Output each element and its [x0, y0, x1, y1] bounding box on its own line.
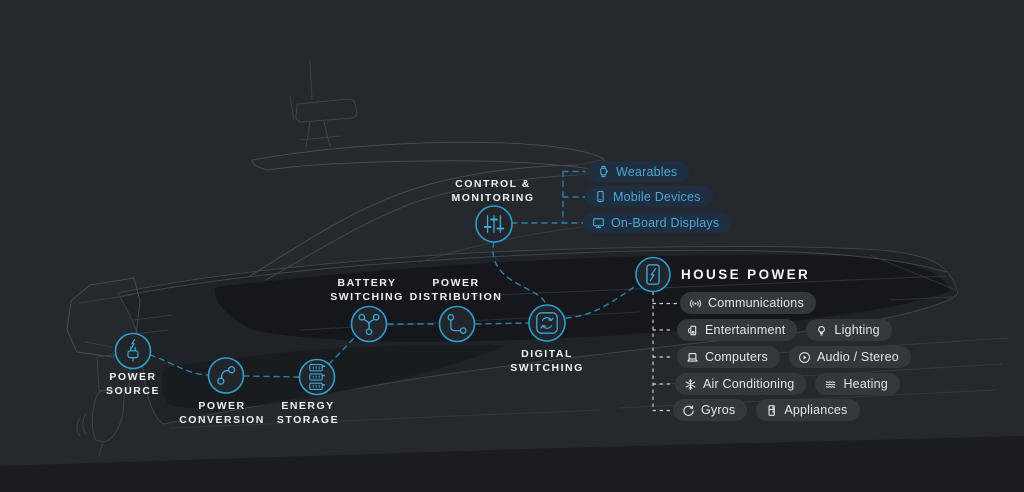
split-branch-icon: [358, 313, 380, 336]
pill-onboard-displays: On-Board Displays: [583, 212, 732, 233]
house-loads-row-1: Communications: [680, 292, 816, 314]
pill-mobile-devices: Mobile Devices: [585, 186, 713, 207]
pill-label: Audio / Stereo: [816, 350, 899, 364]
laptop-icon: [687, 352, 698, 362]
pill-label: Air Conditioning: [703, 377, 795, 391]
power-conversion-label: POWER CONVERSION: [179, 400, 265, 427]
pill-label: Gyros: [701, 403, 736, 417]
sliders-icon: [483, 215, 505, 233]
conversion-path-icon: [217, 366, 236, 385]
pill-computers: Computers: [677, 346, 780, 368]
pill-label: Appliances: [784, 403, 848, 417]
lightbulb-icon: [818, 325, 826, 336]
link-source-conversion: [149, 354, 209, 376]
pill-gyros: Gyros: [673, 399, 748, 421]
pill-label: Lighting: [834, 323, 880, 337]
broadcast-icon: [689, 299, 702, 307]
pill-wearables: Wearables: [588, 161, 690, 182]
power-source-node: [114, 332, 152, 370]
digital-switching-node: [528, 304, 566, 342]
pill-entertainment: Entertainment: [677, 319, 798, 341]
pill-label: On-Board Displays: [611, 215, 720, 230]
media-device-icon: [687, 325, 697, 335]
battery-stack-icon: [309, 364, 325, 390]
battery-switching-node: [350, 305, 388, 343]
pill-heating: Heating: [815, 373, 900, 395]
house-loads-row-5: Gyros Appliances: [673, 399, 860, 421]
snowflake-icon: [685, 378, 696, 390]
pill-label: Wearables: [616, 164, 678, 179]
energy-storage-label: ENERGY STORAGE: [276, 400, 340, 427]
cycle-arrows-icon: [536, 312, 558, 334]
charging-battery-icon: [646, 264, 660, 285]
link-control-digital-switching: [492, 241, 547, 305]
power-plug-icon: [127, 339, 139, 362]
pill-label: Communications: [708, 296, 804, 310]
pill-label: Mobile Devices: [613, 189, 701, 204]
pill-lighting: Lighting: [806, 319, 892, 341]
house-power-label: HOUSE POWER: [681, 267, 811, 282]
house-loads-row-2: Entertainment Lighting: [677, 319, 892, 341]
house-power-node: [635, 256, 671, 293]
battery-switching-label: BATTERY SWITCHING: [330, 277, 404, 304]
smartwatch-icon: [600, 165, 608, 178]
refrigerator-icon: [768, 404, 776, 416]
play-circle-icon: [799, 351, 810, 363]
pill-label: Heating: [843, 377, 888, 391]
pill-label: Computers: [705, 350, 768, 364]
gyro-icon: [683, 404, 694, 416]
power-distribution-node: [438, 305, 476, 343]
house-loads-row-3: Computers Audio / Stereo: [677, 346, 911, 368]
pill-appliances: Appliances: [756, 399, 860, 421]
control-monitoring-label: CONTROL & MONITORING: [451, 178, 535, 205]
monitor-icon: [593, 218, 604, 229]
circuit-route-icon: [447, 314, 467, 334]
house-loads-row-4: Air Conditioning Heating: [675, 373, 900, 395]
heat-waves-icon: [826, 380, 836, 388]
smartphone-icon: [597, 190, 604, 203]
link-distribution-digital-switching: [475, 322, 529, 325]
control-monitoring-node: [475, 205, 513, 243]
power-distribution-label: POWER DISTRIBUTION: [409, 277, 503, 304]
pill-audio-stereo: Audio / Stereo: [788, 346, 911, 368]
pill-label: Entertainment: [705, 323, 786, 337]
power-conversion-node: [207, 357, 245, 394]
digital-switching-label: DIGITAL SWITCHING: [510, 348, 584, 375]
power-source-label: POWER SOURCE: [106, 371, 160, 398]
pill-communications: Communications: [680, 292, 816, 314]
house-power-connections: [652, 291, 678, 412]
energy-storage-node: [298, 358, 336, 396]
pill-air-conditioning: Air Conditioning: [675, 373, 807, 395]
link-digital-switching-house-power: [565, 284, 638, 319]
